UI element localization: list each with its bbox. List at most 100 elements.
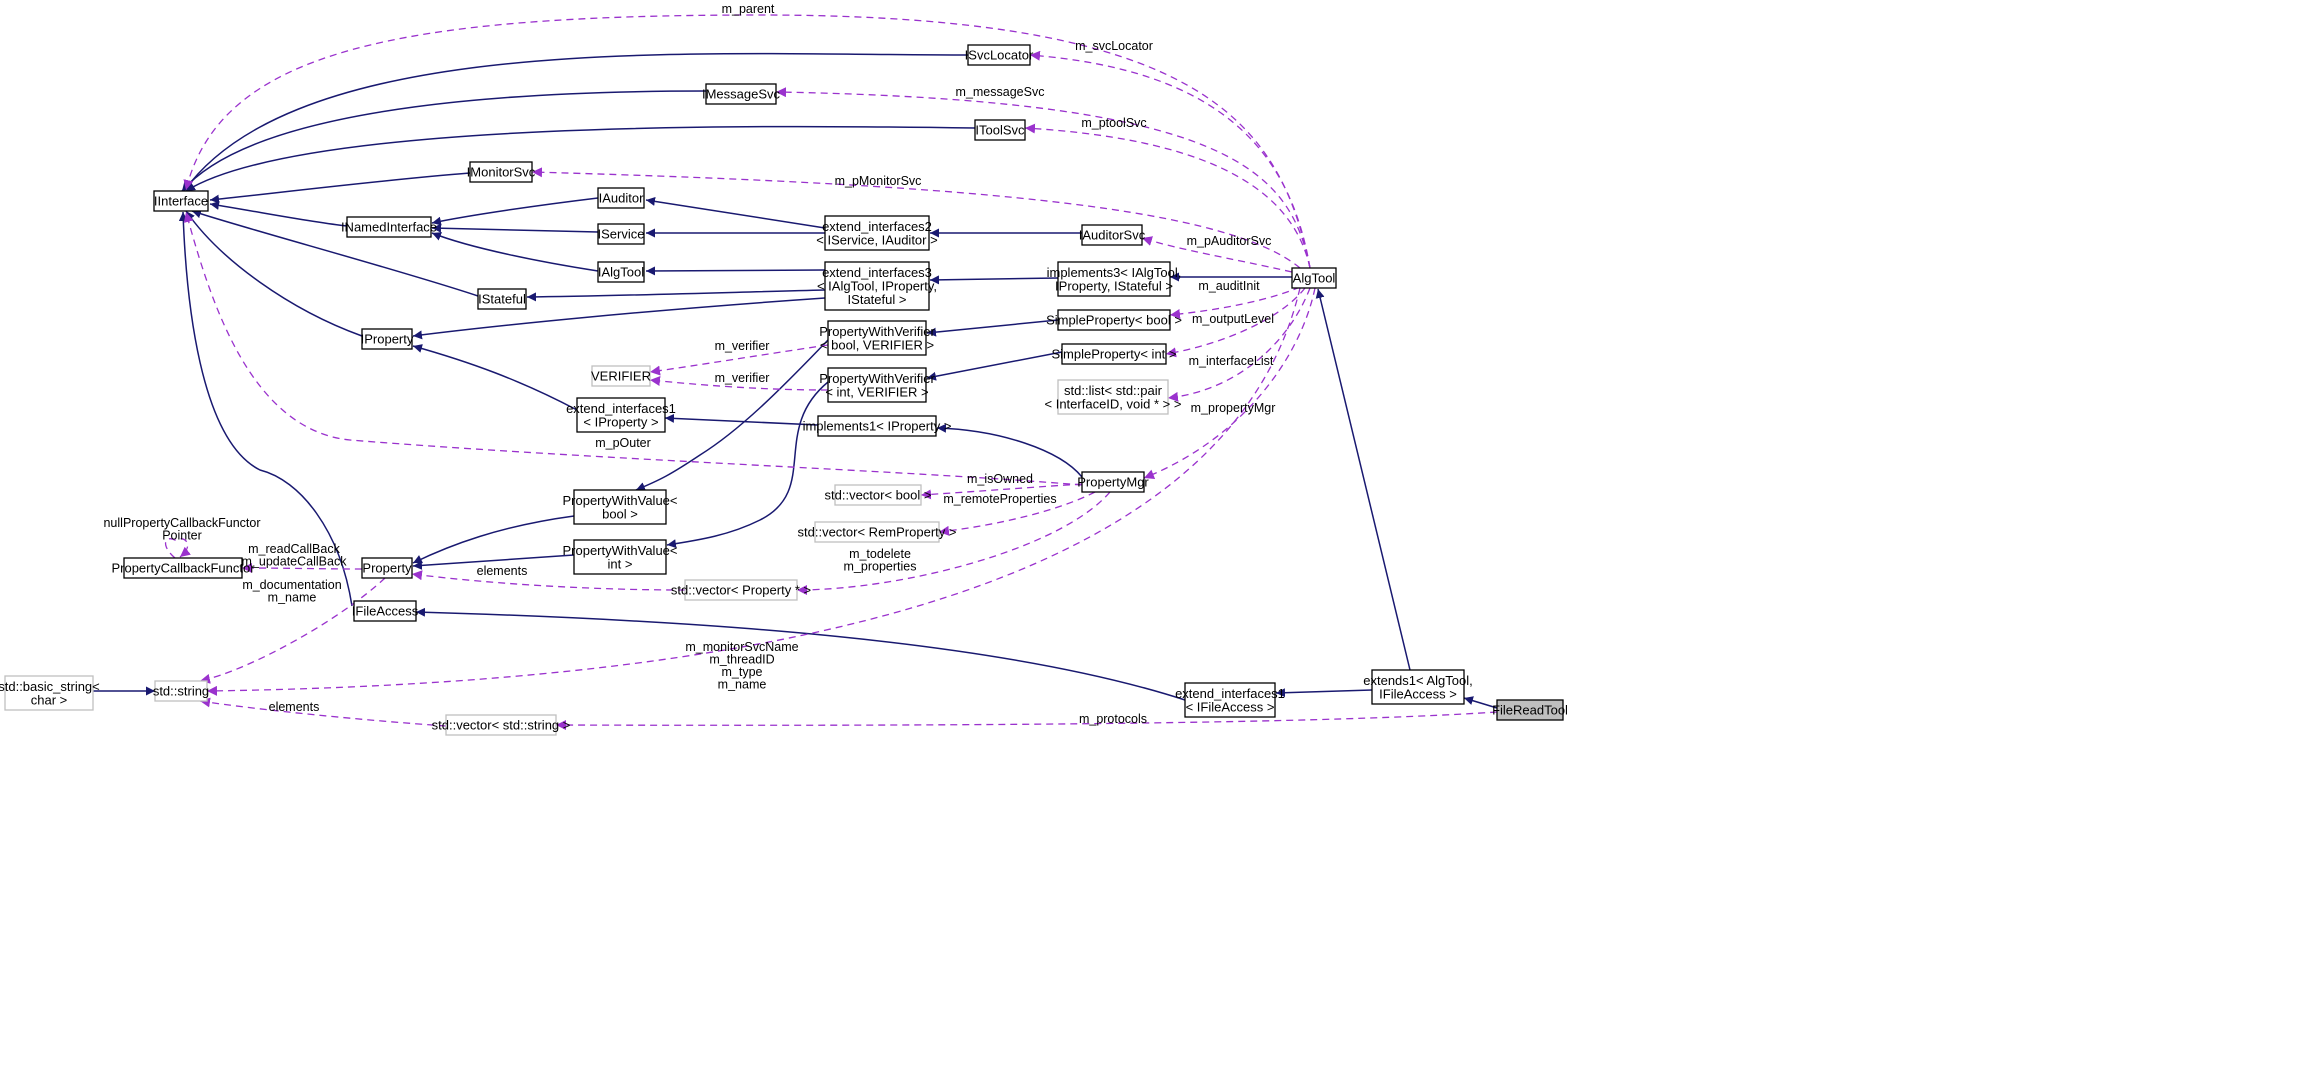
class-node-label: extend_interfaces1 (1175, 686, 1285, 701)
edge-label-elementsProp: elements (477, 564, 528, 578)
inheritance-edge (926, 351, 1063, 381)
usage-edge (206, 287, 1301, 696)
class-node-label: IAlgTool (598, 265, 644, 280)
class-node-IMonitorSvc[interactable]: IMonitorSvc (467, 161, 536, 183)
inheritance-edge (185, 125, 976, 192)
class-node-extIf1P[interactable]: extend_interfaces1< IProperty > (566, 397, 676, 433)
inheritance-edge (209, 172, 471, 204)
class-node-IProperty[interactable]: IProperty (361, 328, 414, 350)
class-node-label: std::string (153, 684, 209, 699)
class-node-label: SimpleProperty< bool > (1046, 313, 1182, 328)
inheritance-edge (185, 210, 363, 337)
class-node-label: < bool, VERIFIER > (820, 337, 934, 352)
class-node-label: < InterfaceID, void * > > (1045, 396, 1182, 411)
class-node-PCF[interactable]: PropertyCallbackFunctor (111, 557, 255, 579)
edge-label-m_interfaceList: m_interfaceList (1189, 354, 1274, 368)
class-node-basicstr[interactable]: std::basic_string<char > (0, 675, 100, 711)
class-node-label: INamedInterface (341, 220, 437, 235)
usage-edge (241, 563, 363, 574)
usage-edge (1141, 236, 1293, 273)
edge-label-m_verifier1: m_verifier (715, 339, 770, 353)
inheritance-edge (666, 381, 829, 549)
class-node-extIf3[interactable]: extend_interfaces3< IAlgTool, IProperty,… (817, 261, 937, 311)
edge-label-m_readCallBack: m_updateCallBack (242, 555, 348, 569)
class-node-label: VERIFIER (591, 369, 651, 384)
class-node-SPbool[interactable]: SimpleProperty< bool > (1046, 309, 1182, 331)
edge-label-m_readCallBack: m_readCallBack (248, 542, 340, 556)
class-node-vecbool[interactable]: std::vector< bool > (825, 484, 932, 506)
class-node-IInterface[interactable]: IInterface (153, 190, 209, 212)
class-node-stdstring[interactable]: std::string (153, 680, 209, 702)
class-node-PWVbool[interactable]: PropertyWithVerifier< bool, VERIFIER > (819, 320, 935, 356)
inheritance-edge (1275, 688, 1373, 698)
class-node-label: IStateful (478, 292, 526, 307)
edge-label-m_pOuter: m_pOuter (595, 436, 651, 450)
class-node-label: IAuditorSvc (1079, 228, 1146, 243)
class-node-PropertyMgr[interactable]: PropertyMgr (1077, 471, 1149, 493)
class-node-label: std::vector< bool > (825, 488, 932, 503)
class-node-label: std::vector< std::string > (432, 718, 571, 733)
class-node-label: IToolSvc (975, 123, 1025, 138)
usage-edge (411, 570, 686, 591)
inheritance-edge (929, 275, 1059, 285)
class-node-ISvcLocator[interactable]: ISvcLocator (965, 44, 1034, 66)
class-node-IAlgToolI[interactable]: IAlgTool (597, 261, 645, 283)
class-node-stdlist[interactable]: std::list< std::pair< InterfaceID, void … (1045, 379, 1182, 415)
usage-edge (199, 577, 386, 684)
class-node-label: IProperty, IStateful > (1055, 278, 1173, 293)
class-node-INamedInterface[interactable]: INamedInterface (341, 216, 437, 238)
class-node-extIf1F[interactable]: extend_interfaces1< IFileAccess > (1175, 682, 1285, 718)
class-node-label: int > (608, 556, 633, 571)
class-node-IService[interactable]: IService (597, 223, 645, 245)
class-node-FileReadTool[interactable]: FileReadTool (1492, 699, 1568, 721)
usage-edge (1024, 123, 1311, 269)
edge-label-m_protocols: m_protocols (1079, 712, 1147, 726)
inheritance-edge (415, 607, 1186, 701)
class-node-VERIFIER[interactable]: VERIFIER (591, 365, 651, 387)
class-node-impl3[interactable]: implements3< IAlgTool,IProperty, IStatef… (1047, 261, 1182, 297)
class-node-label: std::list< std::pair (1064, 383, 1163, 398)
inheritance-edge (209, 200, 348, 227)
class-node-IAuditorSvc[interactable]: IAuditorSvc (1079, 224, 1146, 246)
class-node-IToolSvc[interactable]: IToolSvc (974, 119, 1026, 141)
class-node-label: std::vector< Property * > (671, 583, 811, 598)
class-node-label: extend_interfaces2 (822, 219, 932, 234)
class-node-label: implements1< IProperty > (803, 419, 952, 434)
class-node-Property[interactable]: Property (361, 557, 413, 579)
usage-edge (920, 483, 1083, 500)
class-node-label: IFileAccess > (1379, 686, 1457, 701)
class-node-label: implements3< IAlgTool, (1047, 265, 1182, 280)
class-node-vecRem[interactable]: std::vector< RemProperty > (798, 521, 957, 543)
usage-edge (1169, 286, 1301, 319)
class-node-label: std::vector< RemProperty > (798, 525, 957, 540)
class-node-PWVint[interactable]: PropertyWithVerifier< int, VERIFIER > (819, 367, 935, 403)
inheritance-edge (635, 339, 829, 491)
inheritance-edge (645, 266, 826, 276)
class-node-label: < IFileAccess > (1186, 699, 1275, 714)
inheritance-edge (1315, 288, 1411, 671)
class-node-label: < int, VERIFIER > (825, 384, 928, 399)
class-node-IStateful[interactable]: IStateful (477, 288, 527, 310)
class-node-IFileAccess[interactable]: IFileAccess (352, 600, 419, 622)
class-node-IAuditor[interactable]: IAuditor (597, 187, 645, 209)
class-node-PWVaint[interactable]: PropertyWithValue<int > (562, 539, 678, 575)
class-node-SPint[interactable]: SimpleProperty< int > (1051, 343, 1177, 365)
class-node-vecProp[interactable]: std::vector< Property * > (671, 579, 811, 601)
class-node-IMessageSvc[interactable]: IMessageSvc (702, 83, 781, 105)
inheritance-edge (936, 423, 1083, 478)
class-node-PWVabool[interactable]: PropertyWithValue<bool > (562, 489, 678, 525)
class-node-ext1[interactable]: extends1< AlgTool,IFileAccess > (1363, 669, 1473, 705)
class-node-label: ISvcLocator (965, 48, 1034, 63)
edge-label-m_pAuditorSvc: m_pAuditorSvc (1187, 234, 1272, 248)
class-node-extIf2[interactable]: extend_interfaces2< IService, IAuditor > (816, 215, 938, 251)
class-node-label: extend_interfaces3 (822, 265, 932, 280)
class-node-impl1[interactable]: implements1< IProperty > (803, 415, 952, 437)
class-node-label: IProperty (361, 332, 414, 347)
class-node-label: Property (362, 561, 412, 576)
class-node-AlgTool[interactable]: AlgTool (1291, 267, 1337, 289)
edge-label-m_messageSvc: m_messageSvc (956, 85, 1045, 99)
class-node-vecstr[interactable]: std::vector< std::string > (432, 714, 571, 736)
class-node-label: FileReadTool (1492, 703, 1568, 718)
edge-label-m_ptoolSvc: m_ptoolSvc (1081, 116, 1146, 130)
